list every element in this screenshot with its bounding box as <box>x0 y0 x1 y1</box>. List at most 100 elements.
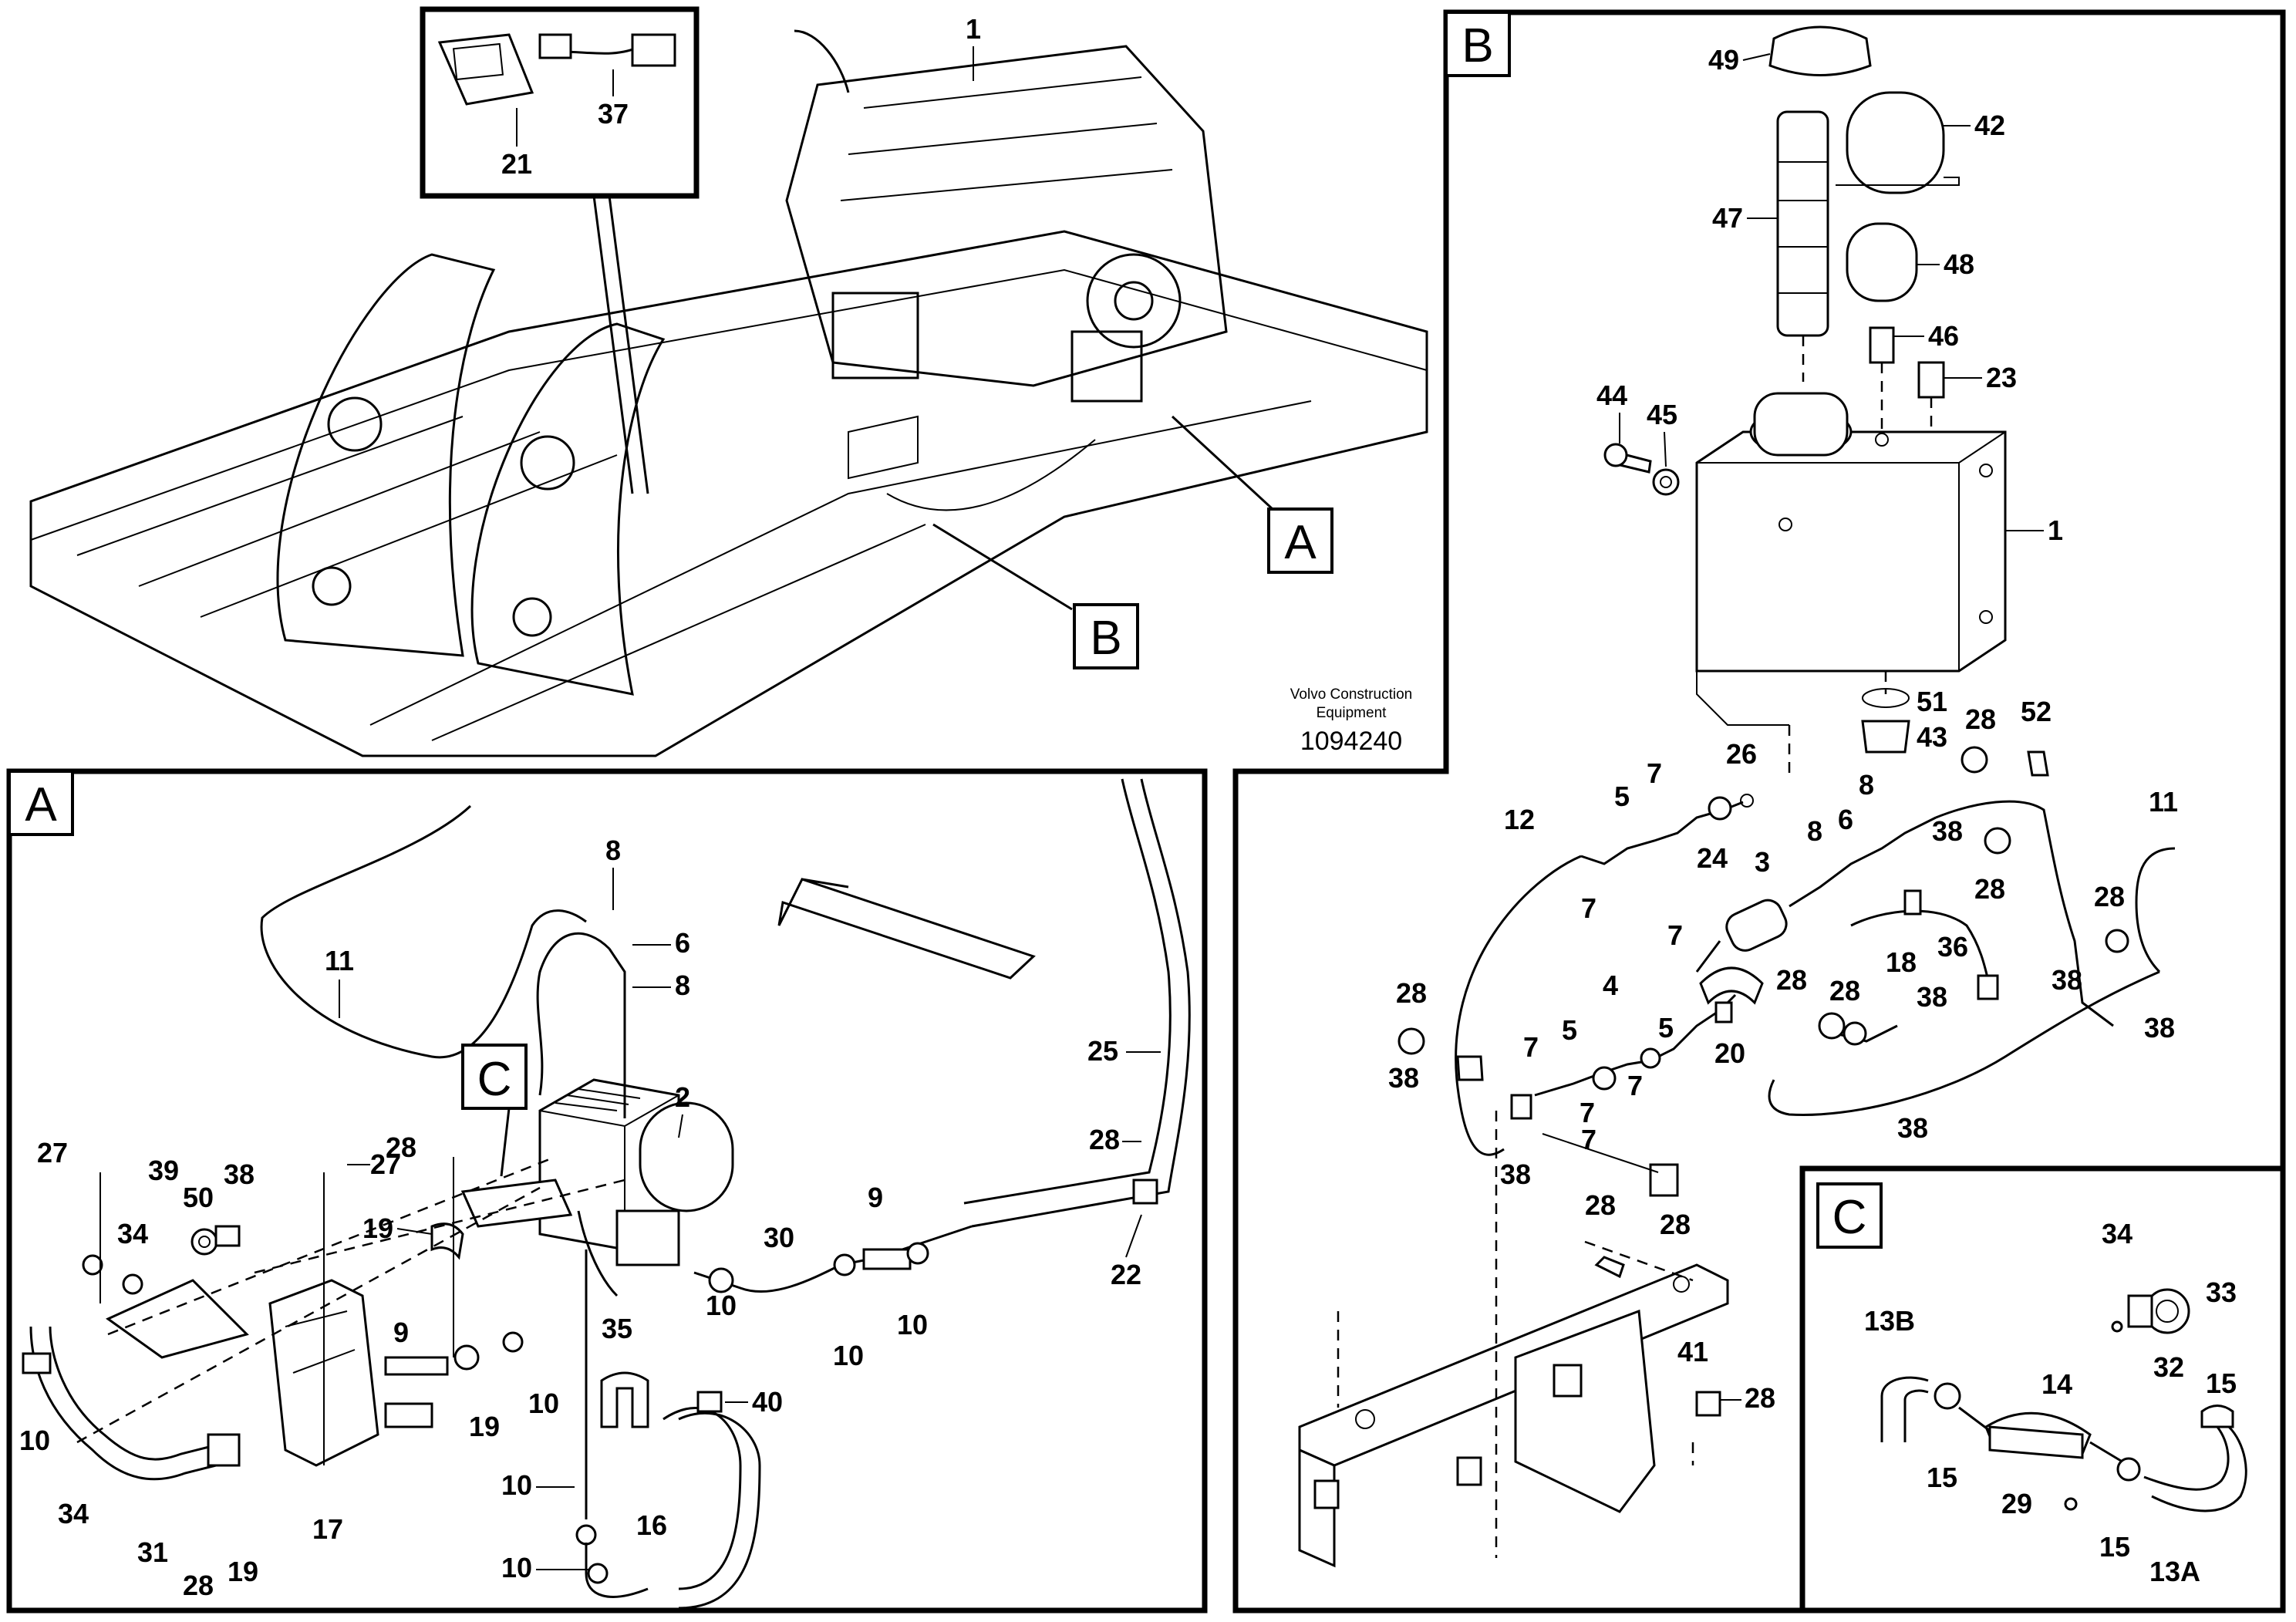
label-nut-bottom: 34 <box>58 1498 89 1529</box>
label-clamp-e: 35 <box>602 1313 632 1344</box>
label-screw-bottom: 28 <box>183 1570 214 1601</box>
label-elbow-pipe: 31 <box>137 1536 168 1568</box>
section-A-frame <box>6 768 1208 1614</box>
label-elbow-16: 16 <box>636 1509 667 1541</box>
label-harness-18: 18 <box>1886 946 1917 978</box>
label-screw-28b: 28 <box>1974 873 2005 905</box>
label-screw-29: 29 <box>2001 1488 2032 1519</box>
label-screw-23: 23 <box>1986 362 2017 393</box>
section-B-tag <box>1445 11 1511 77</box>
label-cover: 19 <box>362 1212 393 1244</box>
callout-B-overview[interactable] <box>1073 603 1139 669</box>
label-heater: 2 <box>675 1081 690 1113</box>
label-clamp-38c: 38 <box>2052 964 2082 996</box>
label-clamp-20: 20 <box>1714 1037 1745 1069</box>
label-hose-left: 10 <box>19 1425 50 1456</box>
label-screw-upper: 28 <box>386 1131 416 1163</box>
label-clamp-g: 10 <box>501 1552 532 1583</box>
label-hose-30: 30 <box>764 1222 794 1253</box>
label-screw-28a: 28 <box>1965 703 1996 735</box>
label-clamp-15c: 15 <box>2099 1531 2130 1563</box>
label-clamp-c: 10 <box>897 1309 928 1340</box>
label-screw-28e: 28 <box>1776 964 1807 996</box>
label-clamp-52: 52 <box>2021 696 2052 727</box>
label-exhaust-line: 11 <box>325 945 354 976</box>
label-engine: 1 <box>966 13 981 45</box>
label-clamp-38d: 38 <box>2144 1012 2175 1044</box>
section-A-title: A <box>25 778 57 831</box>
label-clip-top: 8 <box>605 835 621 866</box>
label-clamp-38g: 38 <box>1897 1112 1928 1144</box>
section-C-tag <box>1816 1182 1883 1249</box>
label-intake-hose: 25 <box>1087 1035 1118 1067</box>
label-hose-5a: 5 <box>1614 781 1630 812</box>
label-line-12: 12 <box>1504 804 1535 835</box>
label-clamp-33: 33 <box>2206 1276 2237 1308</box>
label-damper-4: 4 <box>1603 969 1618 1001</box>
section-A-tag <box>8 770 74 836</box>
label-bracket-32: 32 <box>2153 1351 2184 1383</box>
label-screw-28i: 28 <box>1745 1382 1775 1414</box>
label-elbow-13B: 13B <box>1864 1305 1915 1337</box>
label-screw-mid: 27 <box>370 1148 401 1180</box>
label-seal-51: 51 <box>1917 686 1947 717</box>
label-clip-7c: 7 <box>1667 919 1683 951</box>
label-hose-6: 6 <box>1838 804 1853 835</box>
callout-C-label: C <box>477 1053 512 1106</box>
label-clip-7b: 7 <box>1581 892 1596 924</box>
control-panel-illustration <box>437 33 676 106</box>
caption-company-line2: Equipment <box>1317 705 1387 721</box>
section-A-labels: 11 8 6 8 2 25 28 22 27 27 28 39 50 38 34… <box>19 835 1161 1601</box>
label-hose-5b: 5 <box>1562 1014 1577 1046</box>
label-clip-7f: 7 <box>1580 1097 1595 1128</box>
section-C-labels: 34 33 13B 32 14 15 15 29 15 13A <box>1864 1218 2237 1587</box>
label-clamp-a: 10 <box>706 1290 737 1321</box>
label-washer: 39 <box>148 1155 179 1186</box>
label-elbow-13A: 13A <box>2149 1556 2200 1587</box>
label-clip-mid: 8 <box>675 969 690 1001</box>
label-clip-7d: 7 <box>1523 1031 1539 1063</box>
label-clamp-15a: 15 <box>2206 1367 2237 1399</box>
label-clip-7e: 7 <box>1627 1070 1643 1101</box>
label-clamp-f: 10 <box>501 1469 532 1501</box>
label-wiring: 37 <box>598 98 629 130</box>
label-muffler-14: 14 <box>2041 1368 2072 1400</box>
callout-A-overview-label: A <box>1284 516 1317 569</box>
label-screw-28h: 28 <box>1585 1189 1616 1221</box>
label-screw-28f: 28 <box>1829 975 1860 1007</box>
section-B-illustration <box>1298 25 2176 1568</box>
section-B-title: B <box>1462 19 1493 73</box>
label-clip-7g: 7 <box>1581 1124 1596 1155</box>
label-clamp-b: 10 <box>833 1340 864 1371</box>
label-clamp-d: 10 <box>528 1388 559 1419</box>
label-clip-8b: 8 <box>1807 815 1822 847</box>
caption-company: Volvo Construction <box>1290 686 1412 703</box>
label-clamp-upper: 38 <box>224 1158 255 1190</box>
control-panel-inset <box>420 6 700 199</box>
label-fitting-43: 43 <box>1917 721 1947 753</box>
label-washer-45: 45 <box>1647 399 1677 430</box>
label-nut-left: 34 <box>117 1218 148 1249</box>
label-clip-8a: 8 <box>1859 769 1874 801</box>
label-screw-44: 44 <box>1596 379 1627 411</box>
callout-A-overview[interactable] <box>1267 508 1333 574</box>
label-filler-neck: 47 <box>1712 202 1743 234</box>
section-C-illustration <box>1880 1288 2247 1512</box>
label-clamp-15b: 15 <box>1927 1462 1957 1493</box>
overview-illustration <box>29 29 1428 757</box>
label-pump-3: 3 <box>1755 846 1770 878</box>
label-fitting-24: 24 <box>1697 842 1728 874</box>
label-screw-40: 40 <box>752 1386 783 1418</box>
label-cap: 49 <box>1708 44 1739 76</box>
label-clip-7a: 7 <box>1647 757 1662 789</box>
label-screw-28c: 28 <box>2094 881 2125 912</box>
callout-B-overview-label: B <box>1090 612 1121 665</box>
section-B-labels: 49 42 47 48 46 23 44 45 1 51 43 28 52 26… <box>1388 44 2178 1414</box>
callout-C[interactable] <box>461 1044 528 1110</box>
label-bracket-right: 22 <box>1111 1259 1141 1290</box>
label-screw-28g: 28 <box>1660 1209 1691 1240</box>
label-nut-34: 34 <box>2102 1218 2132 1249</box>
label-pipe-top: 6 <box>675 927 690 959</box>
label-screw-right: 28 <box>1089 1124 1120 1155</box>
label-screw-28d: 28 <box>1396 977 1427 1009</box>
